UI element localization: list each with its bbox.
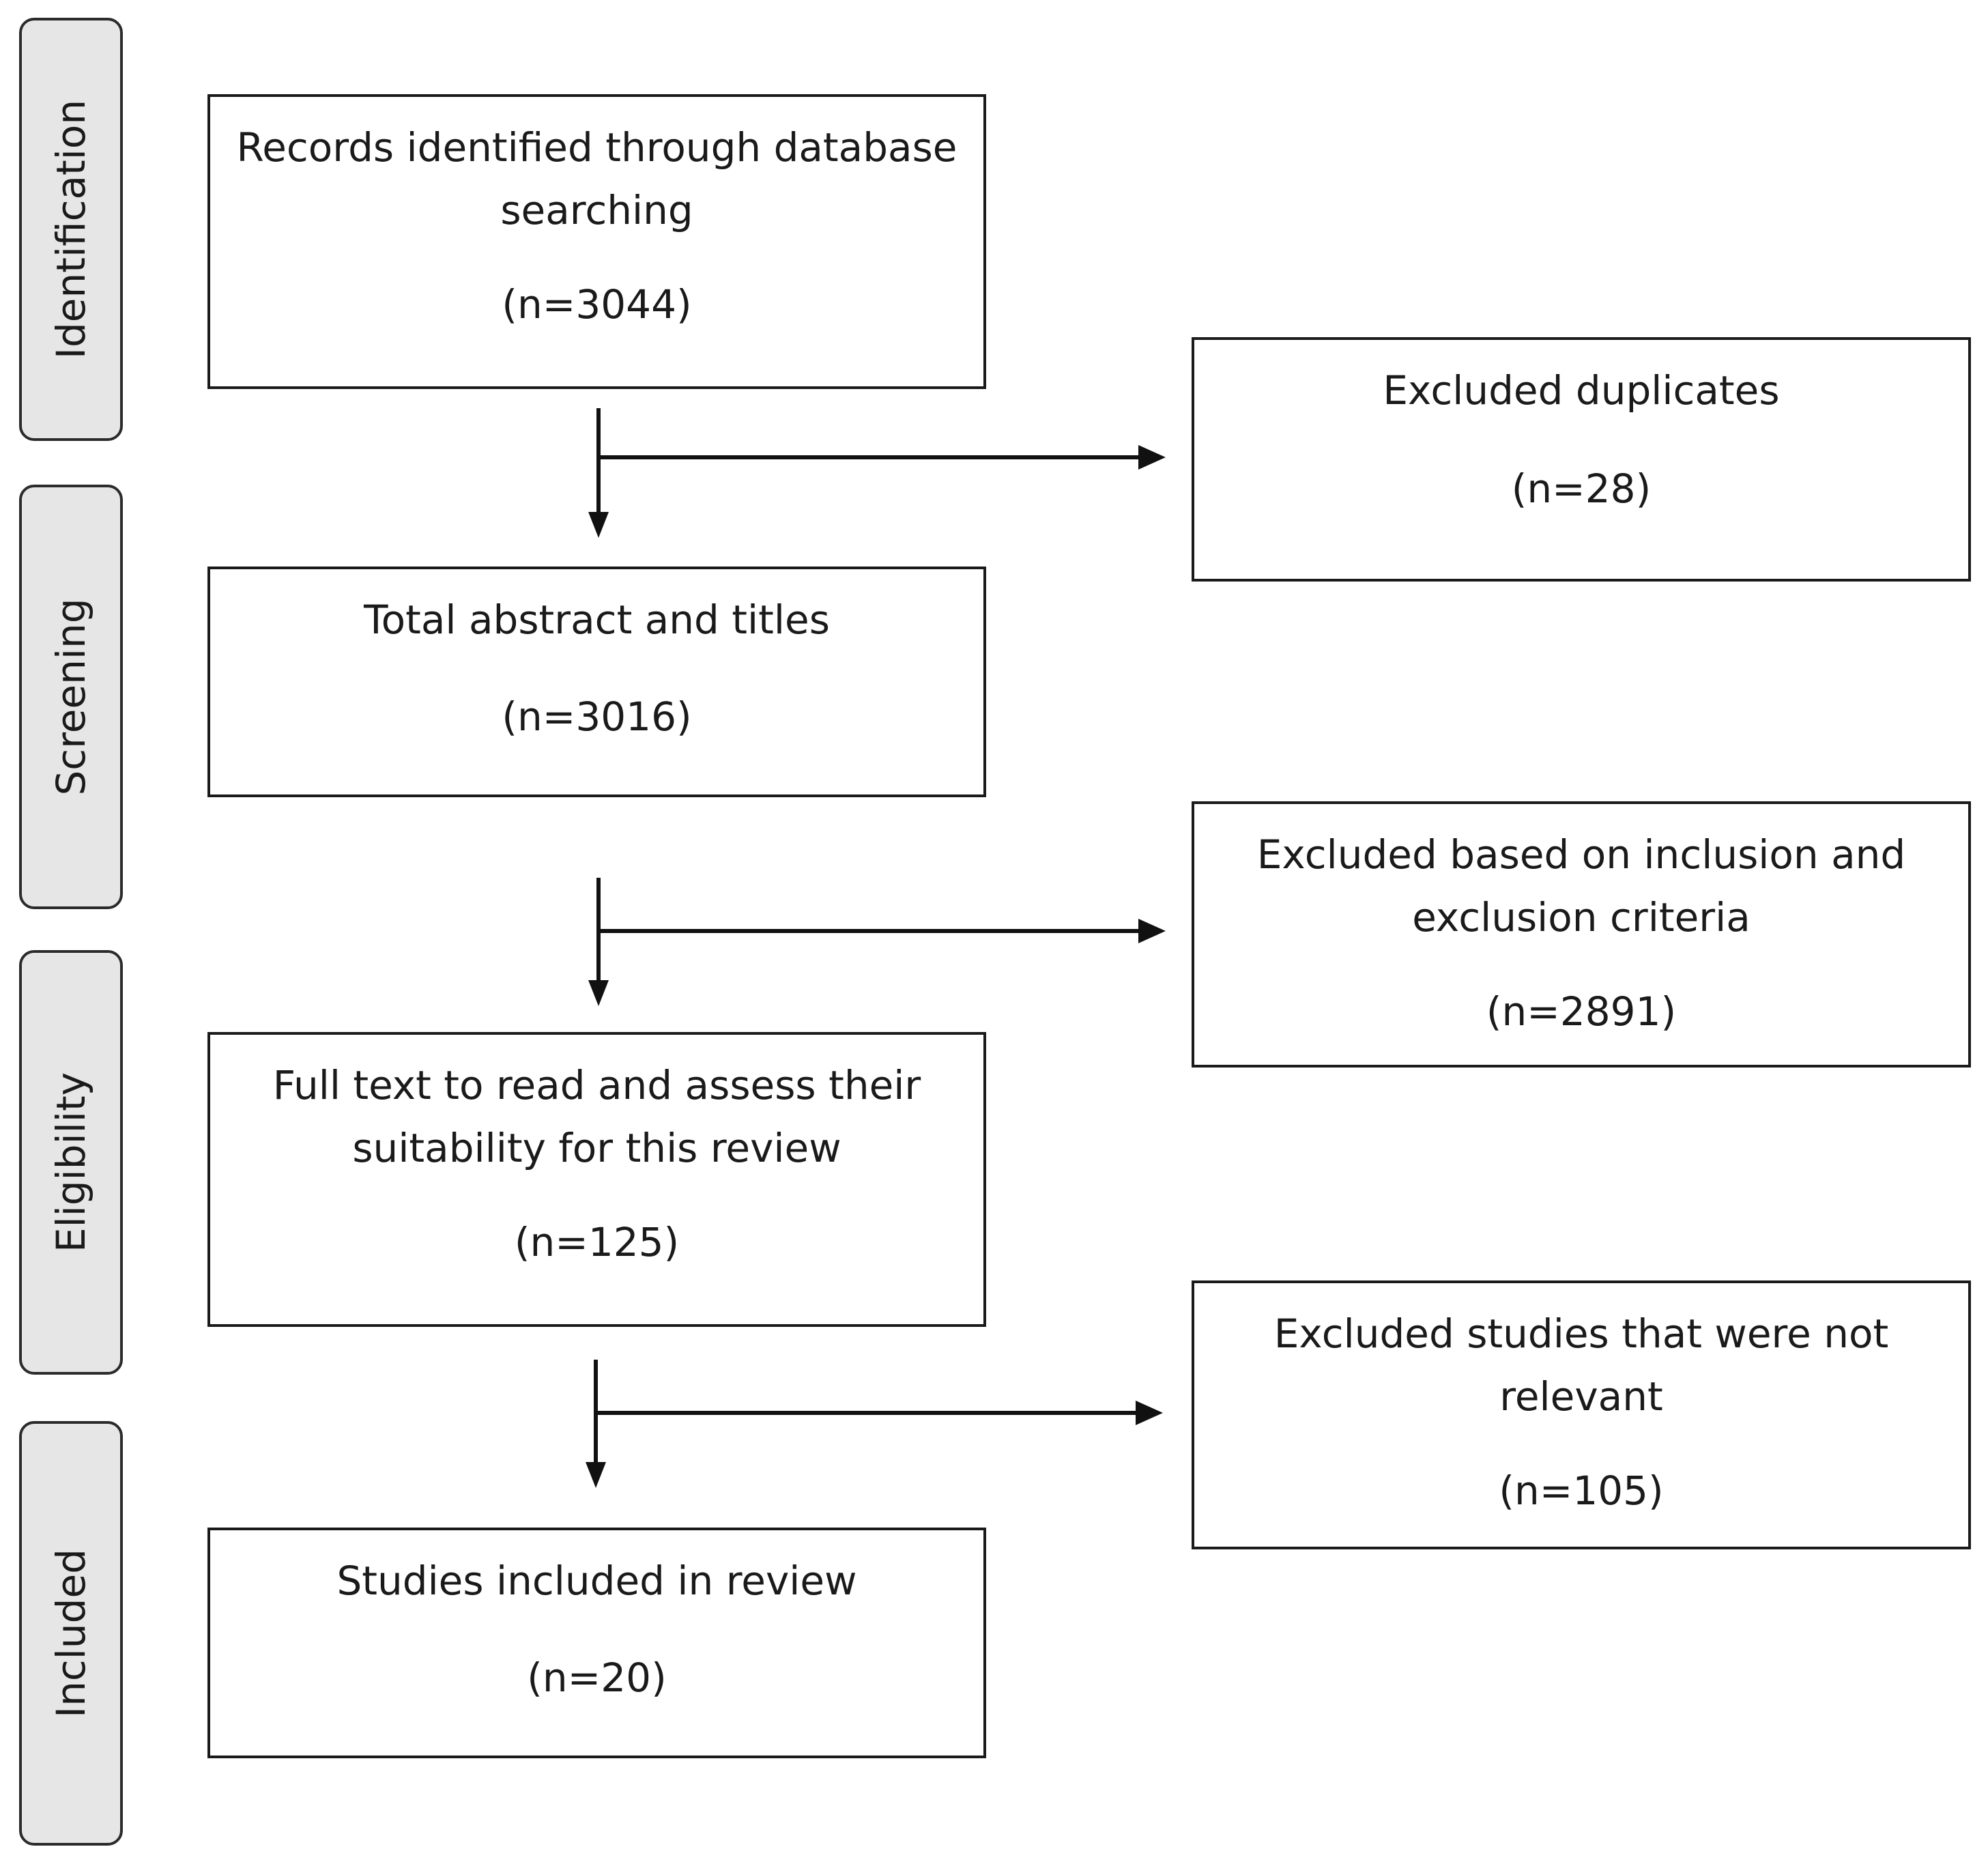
arrow-group-3	[594, 1360, 1137, 1463]
abstract-titles-box: Total abstract and titles (n=3016)	[207, 567, 986, 797]
excluded-not-relevant-count: (n=105)	[1499, 1467, 1664, 1514]
stage-included: Included	[19, 1421, 123, 1846]
full-text-count: (n=125)	[514, 1219, 680, 1265]
excluded-duplicates-text: Excluded duplicates	[1383, 367, 1780, 414]
arrowhead-down-3	[586, 1462, 606, 1488]
arrowhead-right-3	[1136, 1401, 1163, 1425]
arrowhead-right-1	[1138, 445, 1166, 470]
full-text-text: Full text to read and assess their suita…	[272, 1062, 921, 1171]
full-text-box: Full text to read and assess their suita…	[207, 1032, 986, 1327]
arrowhead-right-2	[1138, 919, 1166, 943]
abstract-titles-count: (n=3016)	[502, 693, 692, 740]
excluded-criteria-box: Excluded based on inclusion and exclusio…	[1192, 801, 1971, 1068]
arrowhead-down-1	[588, 512, 609, 538]
studies-included-count: (n=20)	[527, 1655, 667, 1701]
stage-label-identification: Identification	[48, 99, 94, 360]
arrow-group-1	[596, 408, 1140, 513]
excluded-duplicates-count: (n=28)	[1511, 465, 1652, 512]
excluded-criteria-count: (n=2891)	[1486, 988, 1677, 1035]
stage-identification: Identification	[19, 18, 123, 441]
stage-label-eligibility: Eligibility	[48, 1072, 94, 1253]
records-identified-text: Records identified through database sear…	[236, 124, 957, 233]
arrow-group-2	[596, 878, 1140, 982]
stage-screening: Screening	[19, 485, 123, 909]
excluded-not-relevant-text: Excluded studies that were not relevant	[1273, 1310, 1889, 1420]
arrowhead-down-2	[588, 980, 609, 1006]
excluded-not-relevant-box: Excluded studies that were not relevant …	[1192, 1280, 1971, 1549]
excluded-duplicates-box: Excluded duplicates (n=28)	[1192, 337, 1971, 582]
excluded-criteria-text: Excluded based on inclusion and exclusio…	[1256, 831, 1906, 941]
stage-label-screening: Screening	[48, 598, 94, 796]
records-identified-count: (n=3044)	[502, 281, 692, 328]
stage-label-included: Included	[48, 1549, 94, 1718]
studies-included-text: Studies included in review	[336, 1558, 857, 1604]
records-identified-box: Records identified through database sear…	[207, 94, 986, 389]
abstract-titles-text: Total abstract and titles	[364, 597, 830, 643]
studies-included-box: Studies included in review (n=20)	[207, 1528, 986, 1758]
stage-eligibility: Eligibility	[19, 950, 123, 1375]
